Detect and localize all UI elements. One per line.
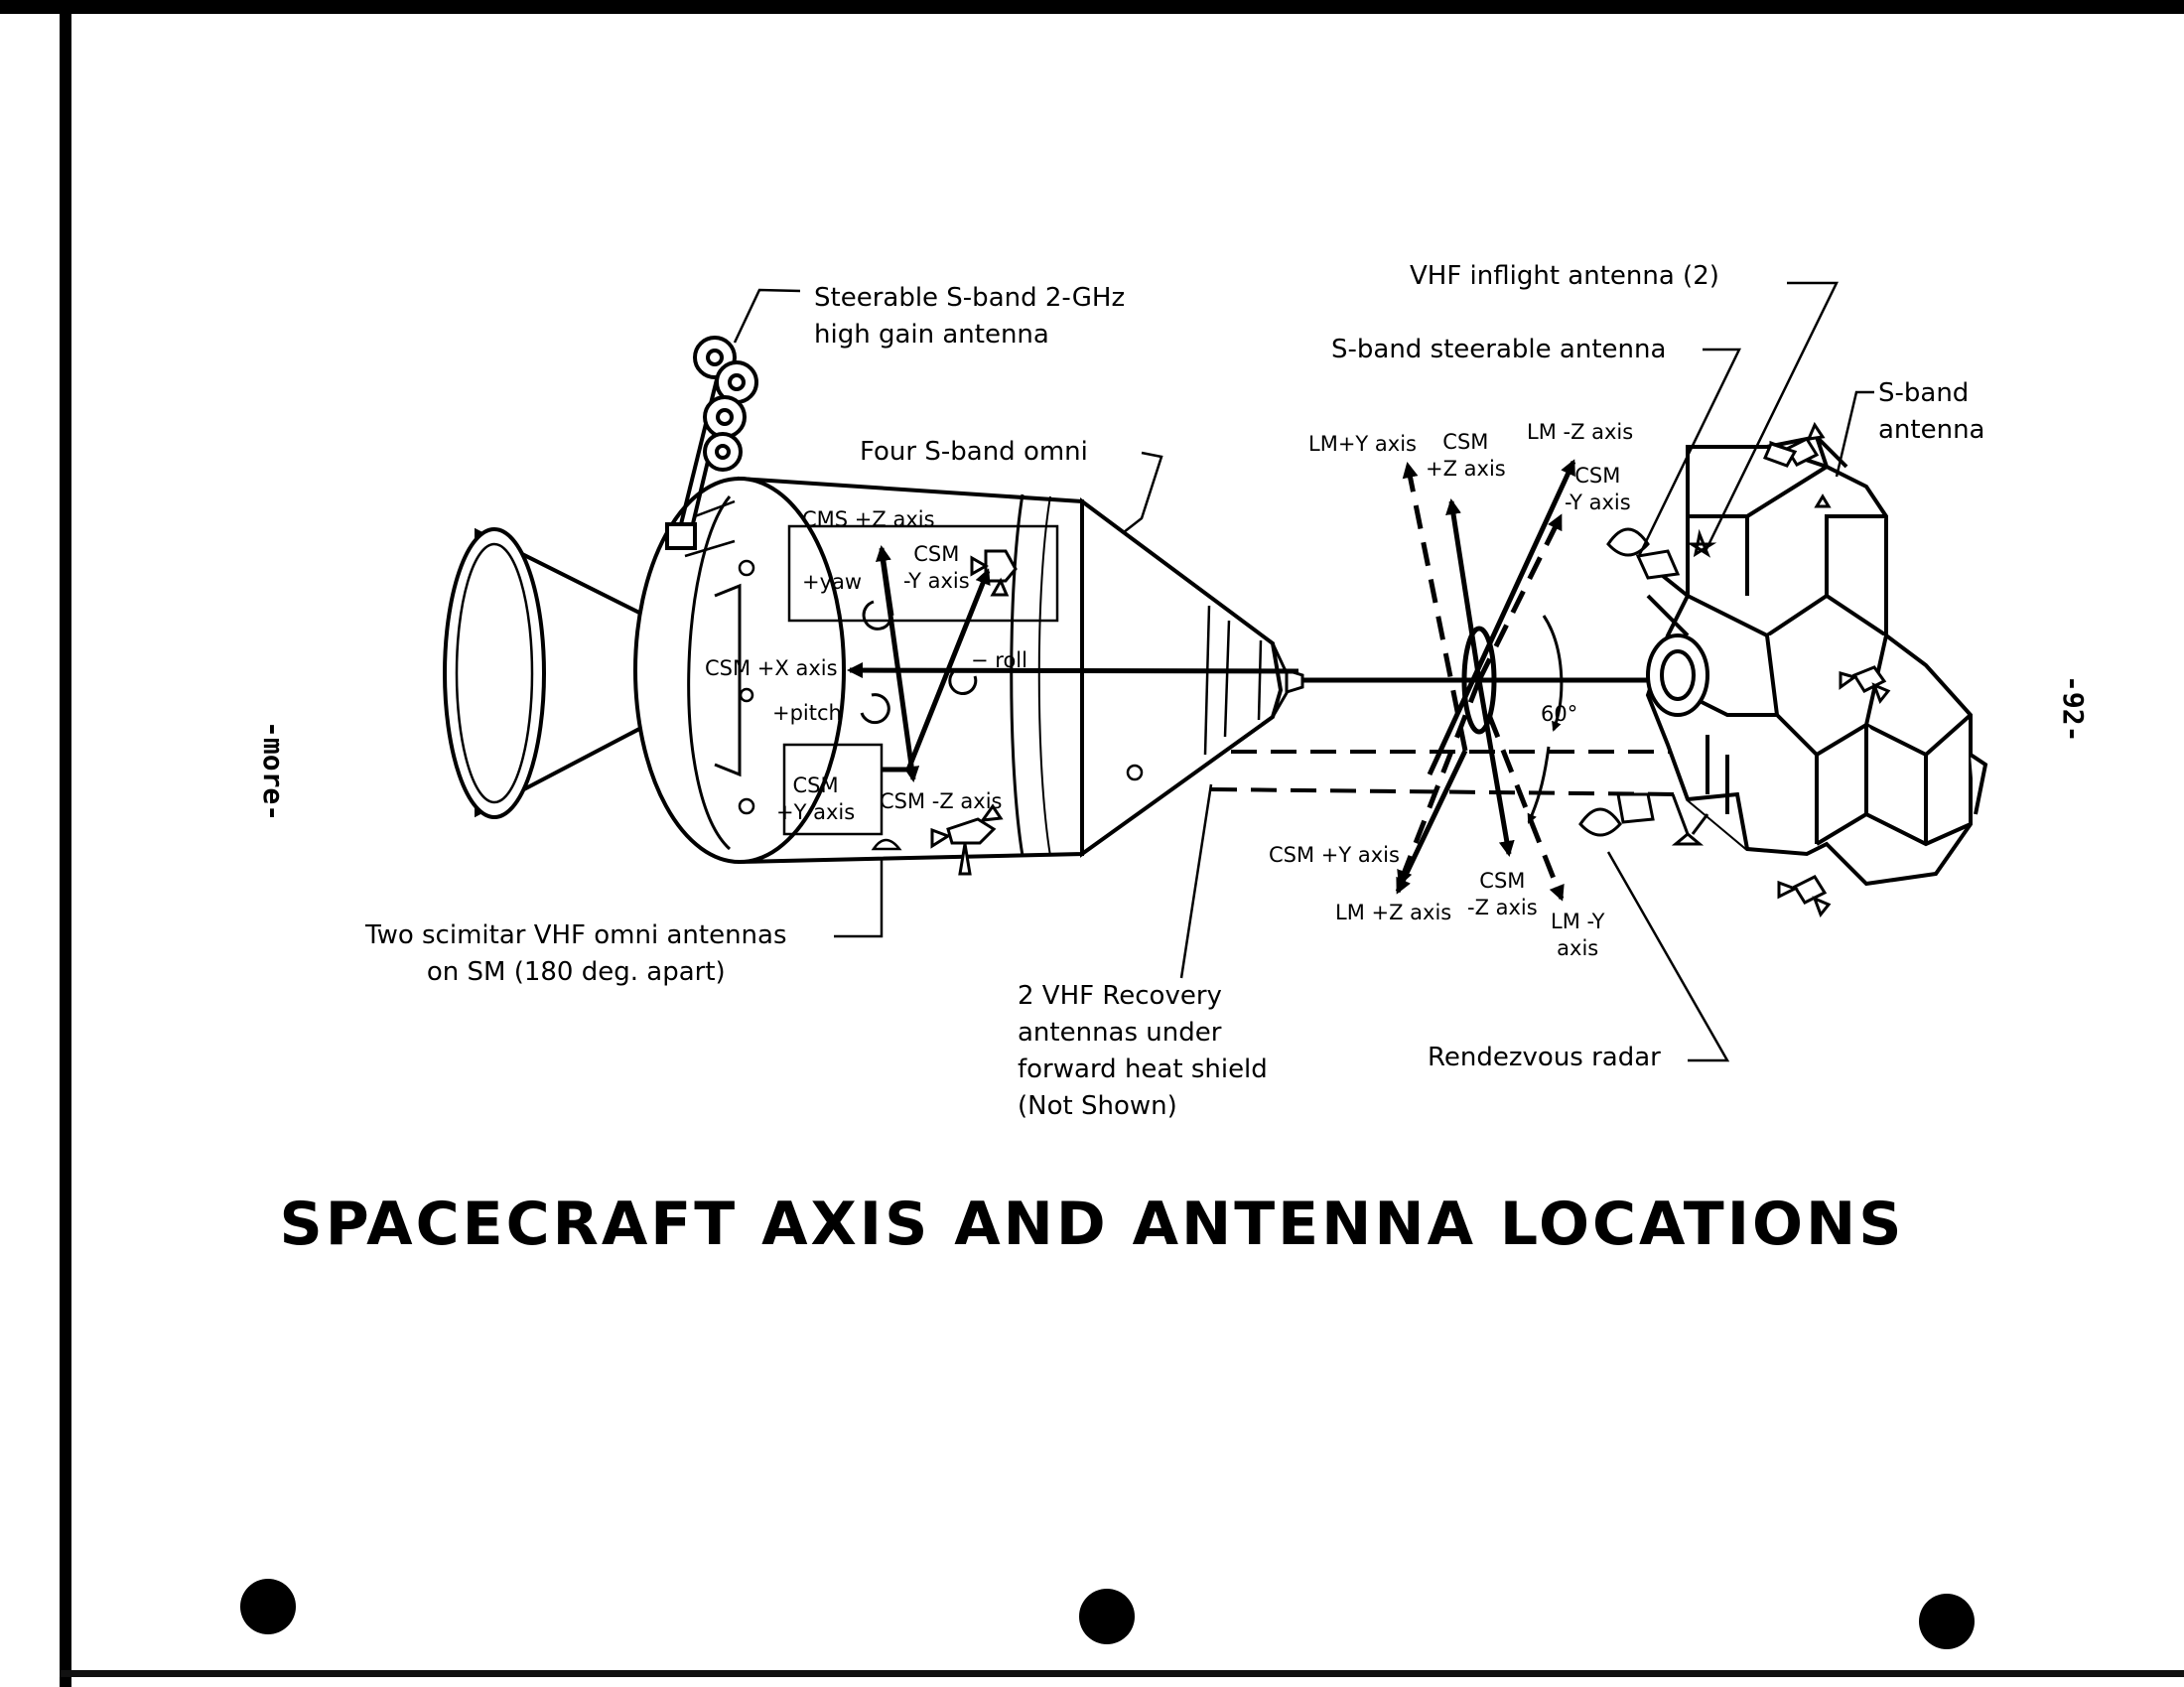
axis-label-lm-minus-z: LM -Z axis (1527, 420, 1634, 444)
lm-axes (1395, 459, 1576, 902)
callout-leaders (733, 281, 1874, 1062)
axis-label-csm-plus-x: CSM +X axis (705, 656, 838, 680)
callout-scimitar-vhf-omni: Two scimitar VHF omni antennas on SM (18… (365, 920, 787, 987)
axis-label-csm-plus-z-right: CSM +Z axis (1426, 430, 1506, 481)
lunar-module (1636, 434, 1988, 887)
lm-thrusters (1762, 421, 1891, 917)
page-frame-left (60, 0, 71, 1687)
axis-label-angle-60: 60° (1541, 702, 1578, 726)
axis-label-csm-plus-y-left: CSM +Y axis (776, 773, 856, 824)
axis-label-csm-minus-z-left: CSM -Z axis (880, 789, 1003, 813)
margin-page-number: -92- (2057, 675, 2090, 743)
callout-vhf-inflight-antenna: VHF inflight antenna (2) (1410, 261, 1719, 291)
callout-vhf-recovery: 2 VHF Recovery antennas under forward he… (1018, 981, 1268, 1121)
axis-label-csm-minus-z-right: CSM -Z axis (1467, 869, 1538, 919)
margin-more-text: -more- (257, 721, 290, 822)
callout-sband-steerable-antenna: S-band steerable antenna (1331, 335, 1667, 364)
callout-sband-antenna: S-band antenna (1878, 378, 1985, 445)
page-title: SPACECRAFT AXIS AND ANTENNA LOCATIONS (279, 1190, 1905, 1259)
rcs-quad-lower (930, 803, 1004, 876)
high-gain-antenna (665, 336, 758, 550)
axis-label-plus-yaw: +yaw (802, 570, 863, 594)
callout-high-gain-antenna: Steerable S-band 2-GHz high gain antenna (814, 283, 1126, 350)
page-frame-top (0, 0, 2184, 14)
csm-axes-left (847, 545, 1299, 782)
axis-label-csm-minus-y-left: CSM -Y axis (903, 542, 970, 593)
axis-label-lm-minus-y: LM -Y axis (1551, 910, 1605, 960)
axis-label-csm-plus-y-right: CSM +Y axis (1269, 843, 1400, 867)
punch-hole-center (1079, 1589, 1135, 1644)
page-frame-bottom (60, 1670, 2184, 1677)
lm-antennas (1578, 493, 1832, 846)
axis-label-minus-roll: − roll (971, 648, 1027, 672)
callout-four-sband-omni: Four S-band omni (860, 437, 1088, 467)
axis-label-lm-plus-z: LM +Z axis (1335, 901, 1452, 924)
command-module (1080, 497, 1304, 858)
punch-hole-left (240, 1579, 296, 1634)
docking-line (1210, 677, 1727, 796)
punch-hole-right (1919, 1594, 1975, 1649)
axis-label-csm-minus-y-right: CSM -Y axis (1565, 464, 1631, 514)
axis-label-plus-pitch: +pitch (772, 701, 842, 725)
axis-label-cms-plus-z: CMS +Z axis (802, 507, 935, 531)
axis-label-lm-plus-y: LM+Y axis (1308, 432, 1417, 456)
callout-rendezvous-radar: Rendezvous radar (1428, 1043, 1661, 1072)
